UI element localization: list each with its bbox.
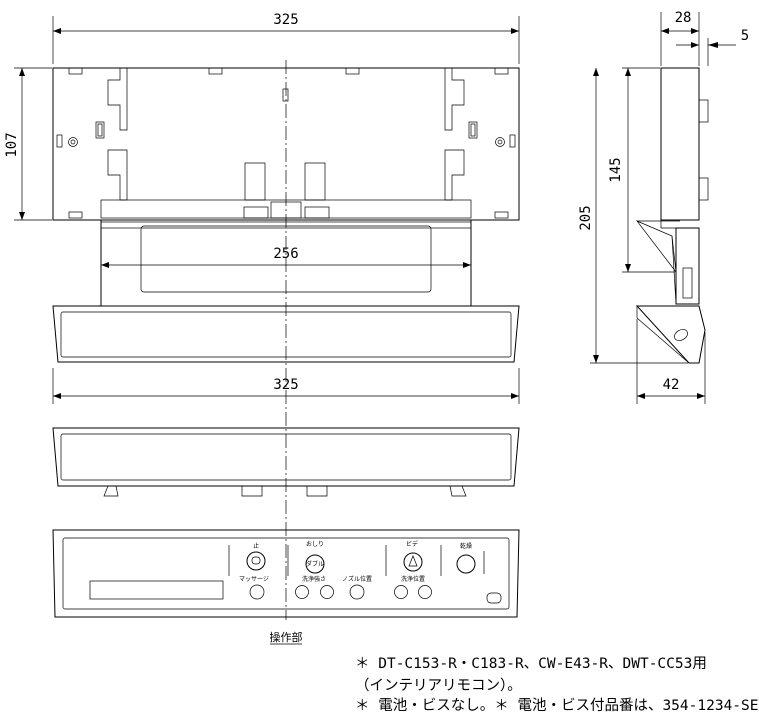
dim-top-width: 325	[52, 12, 520, 64]
note-line-3: ＊ 電池・ビスなし。＊ 電池・ビス付品番は、354-1234-SET。	[355, 698, 759, 714]
panel-label-power: 止	[253, 542, 259, 550]
panel-label-massage: マッサージ	[239, 576, 269, 583]
panel-label-oshiri: おしり	[306, 541, 324, 548]
note-line-2: （インテリアリモコン）。	[355, 678, 522, 694]
dim-side-offset-label: 5	[741, 28, 749, 44]
dim-top-width-label: 325	[273, 12, 298, 28]
side-view: 28 5 145 205 42	[578, 10, 749, 404]
dim-side-depth-label: 28	[675, 10, 692, 26]
panel-label-washlet: ダブル	[306, 560, 324, 568]
panel-caption: 操作部	[270, 630, 303, 644]
dim-left-height-label: 107	[4, 132, 20, 157]
dim-side-total-height-label: 205	[578, 205, 594, 230]
dim-side-inner-height-label: 145	[608, 157, 624, 182]
panel-label-nozzle: ノズル位置	[342, 575, 372, 583]
dim-side-base-label: 42	[663, 377, 680, 393]
panel-label-temp: 洗浄位置	[401, 575, 425, 583]
note-line-1: ＊ DT-C153-R・C183-R、CW-E43-R、DWT-CC53用	[355, 656, 707, 672]
panel-label-dry: 乾燥	[460, 542, 472, 550]
remote-bottom-view	[52, 427, 520, 497]
operation-panel: 止 マッサージ おしり ダブル 洗浄強さ ノズル位置 ビデ 洗浄位置 乾燥	[52, 529, 520, 618]
panel-label-bidet: ビデ	[406, 540, 418, 548]
dim-left-height: 107	[4, 67, 52, 221]
panel-label-water-pressure: 洗浄強さ	[302, 575, 326, 583]
